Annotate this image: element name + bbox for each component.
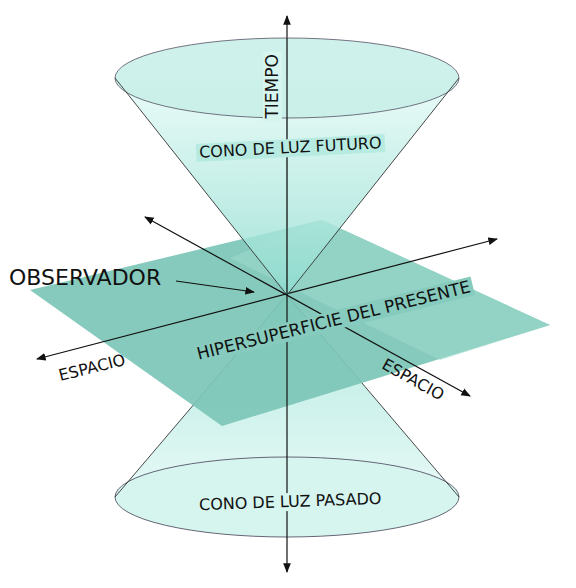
axis-label: ESPACIO xyxy=(54,351,130,386)
time-axis xyxy=(286,16,287,572)
axis-label: TIEMPO xyxy=(263,51,282,121)
axes xyxy=(37,16,497,572)
observer-pointer xyxy=(176,281,254,292)
future-cone xyxy=(115,38,459,295)
observer-label: OBSERVADOR xyxy=(6,266,164,290)
